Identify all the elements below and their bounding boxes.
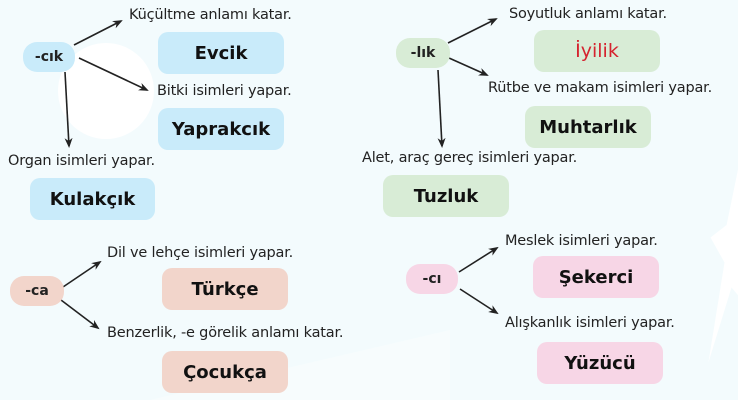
suffix-label: -cı — [422, 271, 442, 287]
example-box-evcik: Evcik — [158, 32, 284, 74]
suffix-label: -ca — [25, 283, 49, 299]
suffix-pill-cik: -cık — [23, 42, 75, 72]
example-box-muhtarlik: Muhtarlık — [525, 106, 651, 148]
example-box-yaprakcik: Yaprakcık — [158, 108, 284, 150]
arrow-cik-1 — [73, 20, 123, 46]
example-box-yuzucu: Yüzücü — [537, 342, 663, 384]
description-label: Dil ve lehçe isimleri yapar. — [107, 245, 294, 261]
description-label: Benzerlik, -e görelik anlamı katar. — [107, 325, 344, 341]
description-label: Alet, araç gereç isimleri yapar. — [362, 150, 578, 166]
example-word: Kulakçık — [49, 188, 136, 210]
example-word: Evcik — [194, 42, 248, 64]
arrow-lik-1 — [447, 18, 498, 44]
description-label: Soyutluk anlamı katar. — [509, 6, 667, 22]
description-label: Meslek isimleri yapar. — [505, 233, 658, 249]
suffix-pill-ca: -ca — [10, 276, 64, 306]
arrow-ci-2 — [459, 288, 499, 315]
example-box-cocukca: Çocukça — [162, 351, 288, 393]
example-word: Çocukça — [183, 361, 267, 383]
background-star-decoration — [708, 150, 738, 363]
example-word: Şekerci — [558, 266, 634, 288]
example-word: İyilik — [575, 40, 619, 62]
suffix-label: -lık — [410, 45, 436, 61]
arrow-ca-1 — [62, 260, 102, 288]
example-word: Yüzücü — [564, 352, 636, 374]
arrow-ci-1 — [458, 246, 499, 273]
description-label: Küçültme anlamı katar. — [129, 7, 292, 23]
example-word: Tuzluk — [413, 185, 479, 207]
example-word: Muhtarlık — [539, 116, 637, 138]
example-box-kulakcik: Kulakçık — [30, 178, 155, 220]
suffix-pill-ci: -cı — [406, 264, 458, 294]
example-word: Yaprakcık — [171, 118, 271, 140]
suffix-label: -cık — [34, 49, 64, 65]
example-box-iyilik: İyilik — [534, 30, 660, 72]
description-label: Bitki isimleri yapar. — [157, 83, 292, 99]
arrow-lik-3 — [437, 69, 446, 148]
example-box-tuzluk: Tuzluk — [383, 175, 509, 217]
example-word: Türkçe — [191, 278, 259, 300]
description-label: Rütbe ve makam isimleri yapar. — [488, 80, 712, 96]
example-box-turkce: Türkçe — [162, 268, 288, 310]
arrow-lik-2 — [448, 57, 489, 76]
arrow-ca-2 — [60, 299, 100, 330]
description-label: Organ isimleri yapar. — [8, 153, 155, 169]
description-label: Alışkanlık isimleri yapar. — [505, 315, 675, 331]
suffix-pill-lik: -lık — [396, 38, 450, 68]
example-box-sekerci: Şekerci — [533, 256, 659, 298]
